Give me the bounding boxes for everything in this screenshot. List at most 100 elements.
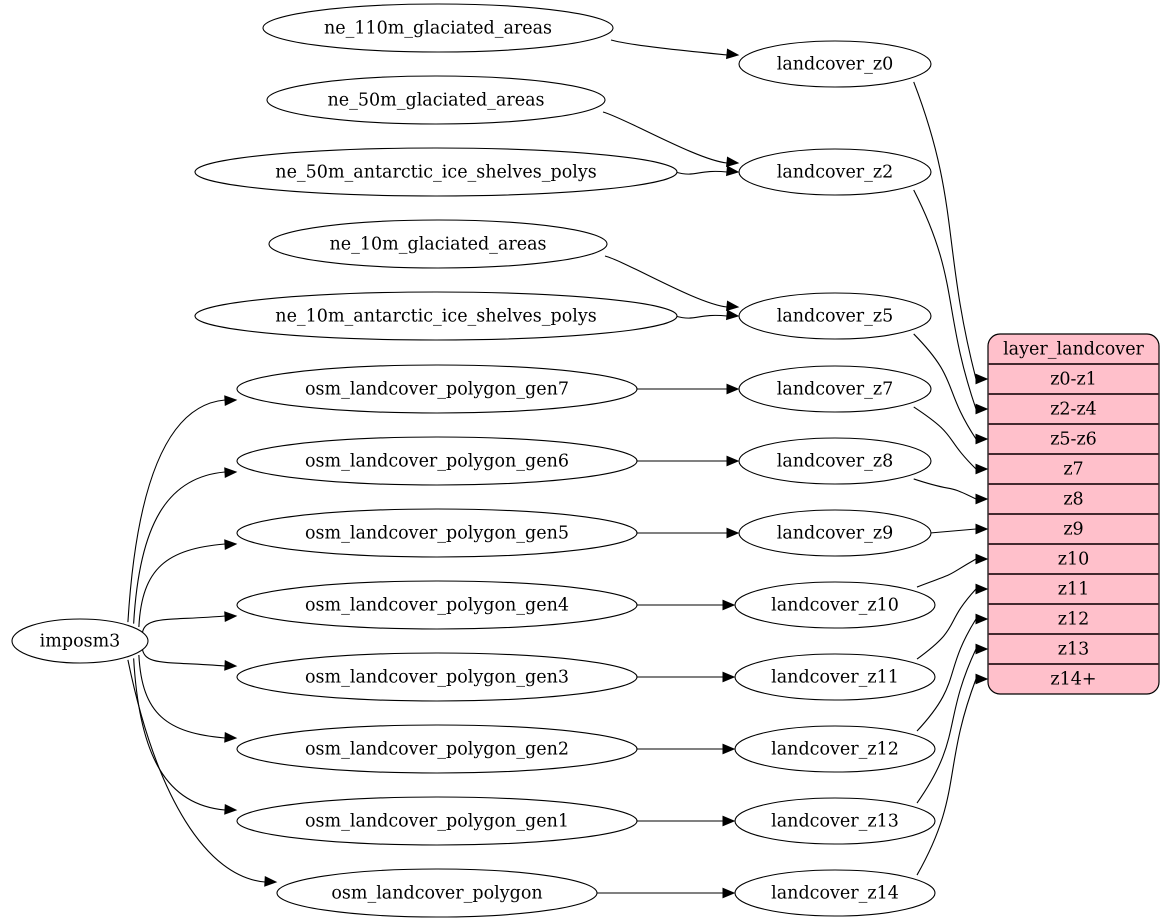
edge-imposm3-to-osm_landcover_polygon_gen6-arrow	[224, 467, 238, 478]
edge-landcover_z8-to-table-row-4	[913, 478, 977, 500]
node-landcover_z10[interactable]: landcover_z10	[734, 581, 936, 629]
node-ne_10m_antarctic_ice_shelves_polys[interactable]: ne_10m_antarctic_ice_shelves_polys	[194, 291, 678, 341]
osm-table-ellipse	[236, 436, 638, 486]
edge-osm_landcover_polygon_gen1-to-landcover_z13-arrow	[722, 815, 736, 827]
edge-landcover_z10-to-table-row-6	[916, 558, 977, 588]
table-row-label: z0-z1	[1050, 370, 1097, 390]
node-label: landcover_z8	[777, 452, 894, 472]
edge-ne_110m_glaciated_areas-to-landcover_z0-arrow	[726, 48, 740, 60]
node-imposm3[interactable]: imposm3	[11, 618, 149, 664]
node-landcover_z7[interactable]: landcover_z7	[738, 365, 932, 413]
edge-imposm3-to-osm_landcover_polygon_gen4-arrow	[224, 611, 238, 622]
edge-landcover_z13-to-table-row-9	[916, 648, 977, 804]
edge-landcover_z14-to-table-row-10-arrow	[975, 673, 989, 685]
node-osm_landcover_polygon_gen4[interactable]: osm_landcover_polygon_gen4	[236, 580, 638, 630]
node-label: ne_50m_glaciated_areas	[328, 91, 545, 111]
node-landcover_z5[interactable]: landcover_z5	[738, 292, 932, 340]
edge-imposm3-to-osm_landcover_polygon_gen6	[133, 471, 226, 624]
landcover-ellipse	[734, 653, 936, 701]
node-osm_landcover_polygon_gen1[interactable]: osm_landcover_polygon_gen1	[236, 796, 638, 846]
edge-landcover_z14-to-table-row-10	[916, 678, 977, 876]
node-label: osm_landcover_polygon_gen2	[305, 740, 569, 760]
node-landcover_z13[interactable]: landcover_z13	[734, 797, 936, 845]
landcover-ellipse	[738, 292, 932, 340]
edge-ne_110m_glaciated_areas-to-landcover_z0	[610, 39, 728, 56]
osm-table-ellipse	[236, 796, 638, 846]
edge-osm_landcover_polygon_gen7-to-landcover_z7-arrow	[726, 383, 740, 395]
node-landcover_z14[interactable]: landcover_z14	[734, 869, 936, 917]
node-label: landcover_z10	[771, 596, 899, 616]
node-osm_landcover_polygon_gen3[interactable]: osm_landcover_polygon_gen3	[236, 652, 638, 702]
edge-imposm3-to-osm_landcover_polygon_gen2-arrow	[224, 732, 238, 743]
landcover-ellipse	[738, 509, 932, 557]
node-ne_110m_glaciated_areas[interactable]: ne_110m_glaciated_areas	[262, 3, 614, 53]
landcover-ellipse	[734, 797, 936, 845]
osm-table-ellipse	[236, 508, 638, 558]
node-landcover_z9[interactable]: landcover_z9	[738, 509, 932, 557]
edge-landcover_z8-to-table-row-4-arrow	[975, 493, 989, 505]
node-label: imposm3	[40, 632, 121, 652]
edge-landcover_z2-to-table-row-1	[913, 189, 977, 410]
node-osm_landcover_polygon[interactable]: osm_landcover_polygon	[276, 868, 598, 918]
edge-landcover_z11-to-table-row-7	[916, 588, 977, 660]
node-osm_landcover_polygon_gen6[interactable]: osm_landcover_polygon_gen6	[236, 436, 638, 486]
node-ne_10m_glaciated_areas[interactable]: ne_10m_glaciated_areas	[268, 219, 608, 269]
node-label: osm_landcover_polygon_gen1	[305, 812, 569, 832]
node-label: landcover_z11	[771, 668, 899, 688]
edge-osm_landcover_polygon_gen5-to-landcover_z9-arrow	[726, 527, 740, 539]
node-landcover_z11[interactable]: landcover_z11	[734, 653, 936, 701]
node-landcover_z12[interactable]: landcover_z12	[734, 725, 936, 773]
edge-imposm3-to-osm_landcover_polygon_gen3-arrow	[224, 660, 238, 671]
landcover-ellipse	[738, 40, 932, 88]
osm-table-ellipse	[236, 364, 638, 414]
edge-imposm3-to-osm_landcover_polygon_gen1-arrow	[224, 804, 238, 815]
source-ellipse	[11, 618, 149, 664]
edge-landcover_z5-to-table-row-2-arrow	[975, 433, 989, 445]
node-label: landcover_z2	[777, 163, 894, 183]
edge-osm_landcover_polygon_gen3-to-landcover_z11-arrow	[722, 671, 736, 683]
edge-ne_10m_antarctic_ice_shelves_polys-to-landcover_z5-arrow	[726, 309, 740, 321]
edges-layer	[127, 39, 989, 899]
landcover-ellipse	[734, 581, 936, 629]
edge-imposm3-to-osm_landcover_polygon_gen5-arrow	[224, 539, 238, 550]
edge-landcover_z0-to-table-row-0	[913, 81, 977, 380]
edge-landcover_z7-to-table-row-3	[913, 406, 977, 470]
node-landcover_z0[interactable]: landcover_z0	[738, 40, 932, 88]
table-node-layer_landcover[interactable]: layer_landcoverz0-z1z2-z4z5-z6z7z8z9z10z…	[987, 333, 1160, 695]
node-ne_50m_antarctic_ice_shelves_polys[interactable]: ne_50m_antarctic_ice_shelves_polys	[194, 147, 678, 197]
node-ne_50m_glaciated_areas[interactable]: ne_50m_glaciated_areas	[266, 75, 606, 125]
node-osm_landcover_polygon_gen5[interactable]: osm_landcover_polygon_gen5	[236, 508, 638, 558]
landcover-ellipse	[738, 148, 932, 196]
node-label: ne_10m_antarctic_ice_shelves_polys	[275, 307, 596, 327]
edge-imposm3-to-osm_landcover_polygon_gen2	[138, 654, 226, 739]
table-header-label: layer_landcover	[1003, 340, 1144, 360]
edge-osm_landcover_polygon_gen6-to-landcover_z8-arrow	[726, 455, 740, 467]
node-osm_landcover_polygon_gen7[interactable]: osm_landcover_polygon_gen7	[236, 364, 638, 414]
osm-table-ellipse	[236, 724, 638, 774]
natural-earth-ellipse	[268, 219, 608, 269]
node-label: landcover_z9	[777, 524, 894, 544]
edge-landcover_z12-to-table-row-8-arrow	[975, 613, 989, 625]
osm-table-ellipse	[236, 580, 638, 630]
edge-ne_50m_glaciated_areas-to-landcover_z2-arrow	[726, 156, 740, 168]
edge-ne_50m_glaciated_areas-to-landcover_z2	[602, 111, 728, 164]
node-label: osm_landcover_polygon	[331, 884, 542, 904]
table-row-label: z8	[1063, 490, 1083, 510]
edge-landcover_z7-to-table-row-3-arrow	[975, 463, 989, 475]
node-label: landcover_z14	[771, 884, 899, 904]
node-landcover_z2[interactable]: landcover_z2	[738, 148, 932, 196]
node-label: landcover_z13	[771, 812, 899, 832]
landcover-ellipse	[734, 725, 936, 773]
edge-landcover_z9-to-table-row-5	[929, 528, 977, 534]
edge-imposm3-to-osm_landcover_polygon_gen7-arrow	[224, 395, 238, 406]
natural-earth-ellipse	[262, 3, 614, 53]
landcover-ellipse	[738, 437, 932, 485]
edge-ne_10m_glaciated_areas-to-landcover_z5	[604, 255, 728, 308]
node-label: landcover_z12	[771, 740, 899, 760]
table-row-label: z11	[1058, 580, 1090, 600]
edge-imposm3-to-osm_landcover_polygon_gen4	[141, 615, 226, 636]
edge-osm_landcover_polygon_gen2-to-landcover_z12-arrow	[722, 743, 736, 755]
node-osm_landcover_polygon_gen2[interactable]: osm_landcover_polygon_gen2	[236, 724, 638, 774]
node-label: osm_landcover_polygon_gen4	[305, 596, 569, 616]
node-landcover_z8[interactable]: landcover_z8	[738, 437, 932, 485]
